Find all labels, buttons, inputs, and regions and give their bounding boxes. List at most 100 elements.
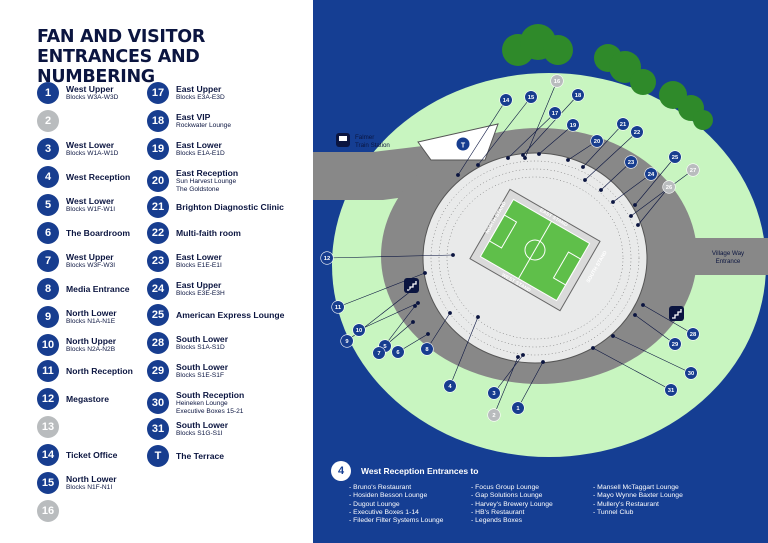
map-entrance-number: 23 [628,160,635,166]
map-entrance-number: 18 [575,93,582,99]
legend-item: Legends Boxes [471,517,553,525]
map-entrance-badge [499,93,513,107]
legend-item: Tunnel Club [593,509,683,517]
map-entrance-number: 17 [552,111,558,117]
leader-line [634,156,676,206]
entrance-number-badge: 2 [37,110,59,132]
entrance-number-badge: 11 [37,360,59,382]
entrance-name: East Upper [176,84,222,94]
map-entrance-badge [331,300,345,314]
entrance-point [581,165,585,169]
entrance-text: Multi-faith room [176,228,241,238]
map-entrance-number: 28 [690,332,697,338]
entrance-number-badge: T [147,445,169,467]
entrance-text: Media Entrance [66,284,130,294]
stairs-icon-north [404,278,419,293]
legend-item: Harvey's Brewery Lounge [471,501,553,509]
legend-item: Mullery's Restaurant [593,501,683,509]
entrance-name: West Upper [66,84,114,94]
entrance-name: West Lower [66,196,115,206]
entrance-point [516,355,520,359]
legend-item: Focus Group Lounge [471,484,553,492]
entrance-point [537,152,541,156]
legend-column-2: Focus Group LoungeGap Solutions LoungeHa… [471,484,553,525]
entrance-point [476,163,480,167]
entrance-point [411,320,415,324]
map-entrance-number: 22 [634,130,640,136]
entrance-number-badge: 8 [37,278,59,300]
leader-line [592,347,672,391]
leader-line [326,254,454,259]
entrance-number-badge: 31 [147,418,169,440]
leader-line [637,186,670,226]
entrance-item: T The Terrace [147,445,224,467]
entrance-number-badge: 21 [147,196,169,218]
map-entrance-number: 4 [448,384,452,390]
entrance-name: North Lower [66,474,117,484]
entrance-detail: Heineken Lounge [176,400,228,407]
map-entrance-number: 9 [345,339,349,345]
leader-line [426,312,451,350]
entrance-name: West Lower [66,140,115,150]
map-entrance-number: 6 [396,350,400,356]
entrance-detail: Blocks W1A-W1D [66,150,119,157]
entrance-detail: Blocks N1A-N1E [66,318,116,325]
map-entrance-badge [624,155,638,169]
entrance-point [506,156,510,160]
entrance-name: The Terrace [176,451,225,461]
entrance-item: 8 Media Entrance [37,278,130,300]
entrance-detail: Blocks N1F-N1I [66,484,113,491]
entrance-name: Ticket Office [66,450,118,460]
map-entrance-number: 8 [425,347,429,353]
map-entrance-number: 27 [690,168,696,174]
entrance-point [416,301,420,305]
map-entrance-number: 21 [620,122,627,128]
leader-line [507,112,556,159]
leader-line [634,314,676,345]
leader-line [642,304,694,335]
legend-item: Gap Solutions Lounge [471,492,553,500]
entrance-name: Brighton Diagnostic Clinic [176,202,284,212]
entrance-number-badge: 12 [37,388,59,410]
entrance-point [451,253,455,257]
entrance-point [409,289,413,293]
map-entrance-badge [511,401,525,415]
stadium-map: EAST STAND WEST STAND NORTH STAND SOUTH … [313,0,768,543]
entrance-point [426,332,430,336]
leader-line [493,354,524,394]
entrance-point [629,214,633,218]
legend-item: Hosiden Besson Lounge [349,492,443,500]
entrance-detail: Blocks W1F-W1I [66,206,116,213]
entrance-number-badge: 22 [147,222,169,244]
entrance-number-badge: 3 [37,138,59,160]
leader-line [584,131,638,181]
map-entrance-number: 10 [356,328,362,334]
entrance-point [566,158,570,162]
entrance-point [541,360,545,364]
entrance-text: Brighton Diagnostic Clinic [176,202,284,212]
entrance-text: The Boardroom [66,228,130,238]
legend-title: West Reception Entrances to [361,466,479,476]
leader-line [524,80,558,159]
leader-line [337,272,426,308]
entrance-text: American Express Lounge [176,310,284,320]
